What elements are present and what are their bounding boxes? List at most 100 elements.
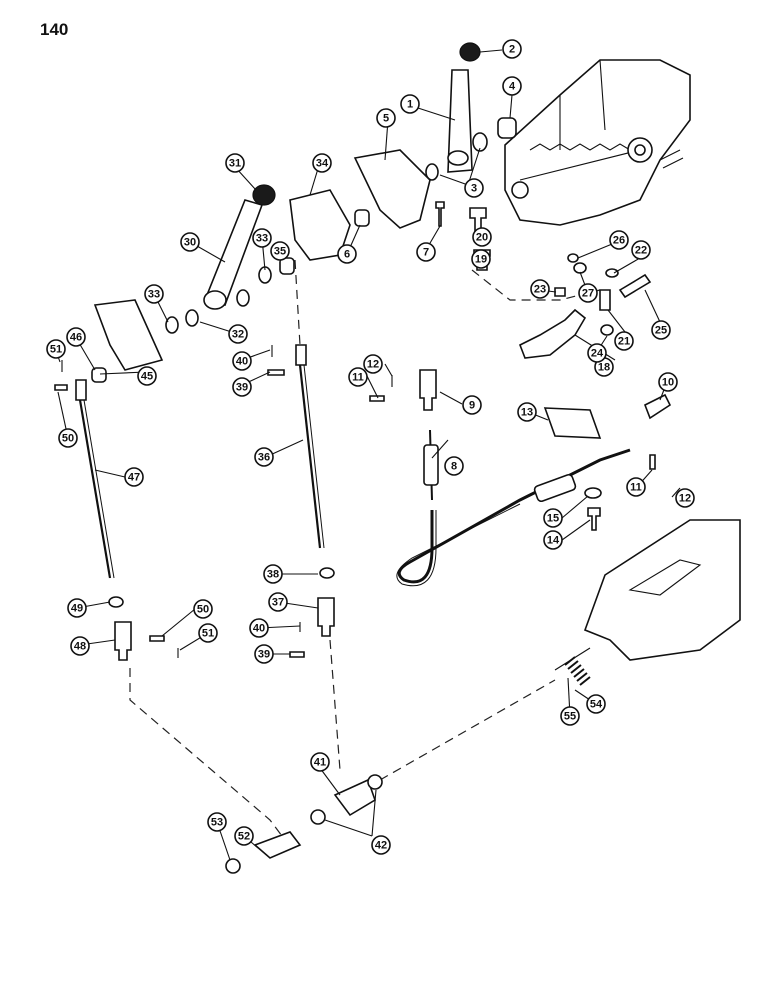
callout-label: 37	[272, 597, 284, 609]
ring-42a	[367, 774, 383, 790]
pin-11b	[649, 454, 656, 470]
clevis-10	[643, 393, 672, 420]
callout-label: 48	[74, 641, 86, 653]
callout-label: 39	[236, 382, 248, 394]
bushing-4	[497, 117, 517, 139]
callout-24: 24	[587, 343, 607, 363]
callout-label: 19	[475, 254, 487, 266]
bolt-25	[618, 273, 652, 299]
nut-27	[573, 262, 587, 274]
callout-label: 26	[613, 235, 625, 247]
callout-40: 40	[232, 351, 252, 371]
lever-30	[203, 199, 264, 310]
callout-53: 53	[207, 812, 227, 832]
callout-label: 33	[148, 289, 160, 301]
callout-26: 26	[609, 230, 629, 250]
callout-33: 33	[252, 228, 272, 248]
callout-27: 27	[578, 283, 598, 303]
pin-50	[54, 384, 68, 391]
callout-label: 24	[591, 348, 604, 360]
callout-6: 6	[337, 244, 357, 264]
nut-38	[319, 567, 335, 579]
callout-50-2: 50	[193, 599, 213, 619]
rod-47	[75, 379, 115, 579]
callout-label: 22	[635, 245, 647, 257]
washer-32	[185, 309, 199, 327]
callout-9: 9	[462, 395, 482, 415]
callout-48: 48	[70, 636, 90, 656]
callout-label: 52	[238, 831, 250, 843]
callout-23: 23	[530, 279, 550, 299]
callout-25: 25	[651, 320, 671, 340]
callout-11-2: 11	[626, 477, 646, 497]
washer-22	[605, 268, 619, 278]
bracket-13	[543, 407, 602, 439]
callout-19: 19	[471, 249, 491, 269]
arm-52	[253, 831, 302, 859]
callout-55: 55	[560, 706, 580, 726]
callout-20: 20	[472, 227, 492, 247]
callout-49: 49	[67, 598, 87, 618]
callout-label: 2	[509, 44, 515, 56]
callout-label: 31	[229, 158, 241, 170]
callout-label: 55	[564, 711, 576, 723]
callout-51-2: 51	[198, 623, 218, 643]
callout-51: 51	[46, 339, 66, 359]
nut-26	[567, 253, 579, 263]
callout-1: 1	[400, 94, 420, 114]
callout-47: 47	[124, 467, 144, 487]
callout-39-2: 39	[254, 644, 274, 664]
bolt-23	[554, 287, 566, 297]
frame-casting	[583, 519, 741, 661]
washer-3	[425, 163, 439, 181]
callout-30: 30	[180, 232, 200, 252]
transmission-housing	[504, 59, 691, 226]
callout-label: 51	[50, 344, 62, 356]
callout-38: 38	[263, 564, 283, 584]
callout-label: 40	[236, 356, 248, 368]
callout-label: 23	[534, 284, 546, 296]
callout-label: 30	[184, 237, 196, 249]
callout-label: 6	[344, 249, 350, 261]
callout-label: 45	[141, 371, 153, 383]
page-number: 140	[40, 20, 69, 39]
callout-15: 15	[543, 508, 563, 528]
callout-label: 42	[375, 840, 387, 852]
bellcrank-18	[518, 308, 587, 359]
callout-22: 22	[631, 240, 651, 260]
callout-label: 46	[70, 332, 82, 344]
pin-39b	[289, 651, 305, 658]
pin-11	[369, 395, 385, 402]
callout-32: 32	[228, 324, 248, 344]
callout-label: 51	[202, 628, 214, 640]
callout-label: 54	[590, 699, 603, 711]
spring-54	[554, 647, 591, 686]
callout-label: 7	[423, 247, 429, 259]
callout-40-2: 40	[249, 618, 269, 638]
callout-42: 42	[371, 835, 391, 855]
callout-label: 32	[232, 329, 244, 341]
stud-21	[599, 289, 611, 311]
callout-label: 40	[253, 623, 265, 635]
callout-46: 46	[66, 327, 86, 347]
callout-11: 11	[348, 367, 368, 387]
callout-31: 31	[225, 153, 245, 173]
callout-4: 4	[502, 76, 522, 96]
callout-label: 38	[267, 569, 279, 581]
bushing-46	[91, 367, 107, 383]
callout-label: 20	[476, 232, 488, 244]
callout-label: 9	[469, 400, 475, 412]
callout-7: 7	[416, 242, 436, 262]
callout-label: 13	[521, 407, 533, 419]
callout-label: 3	[471, 183, 477, 195]
callout-label: 8	[451, 461, 457, 473]
clevis-48	[114, 621, 132, 661]
callout-label: 41	[314, 757, 326, 769]
callout-label: 25	[655, 325, 667, 337]
callout-2: 2	[502, 39, 522, 59]
washer-3b	[472, 132, 488, 152]
bushing-6	[354, 209, 370, 227]
clevis-9	[419, 369, 437, 411]
